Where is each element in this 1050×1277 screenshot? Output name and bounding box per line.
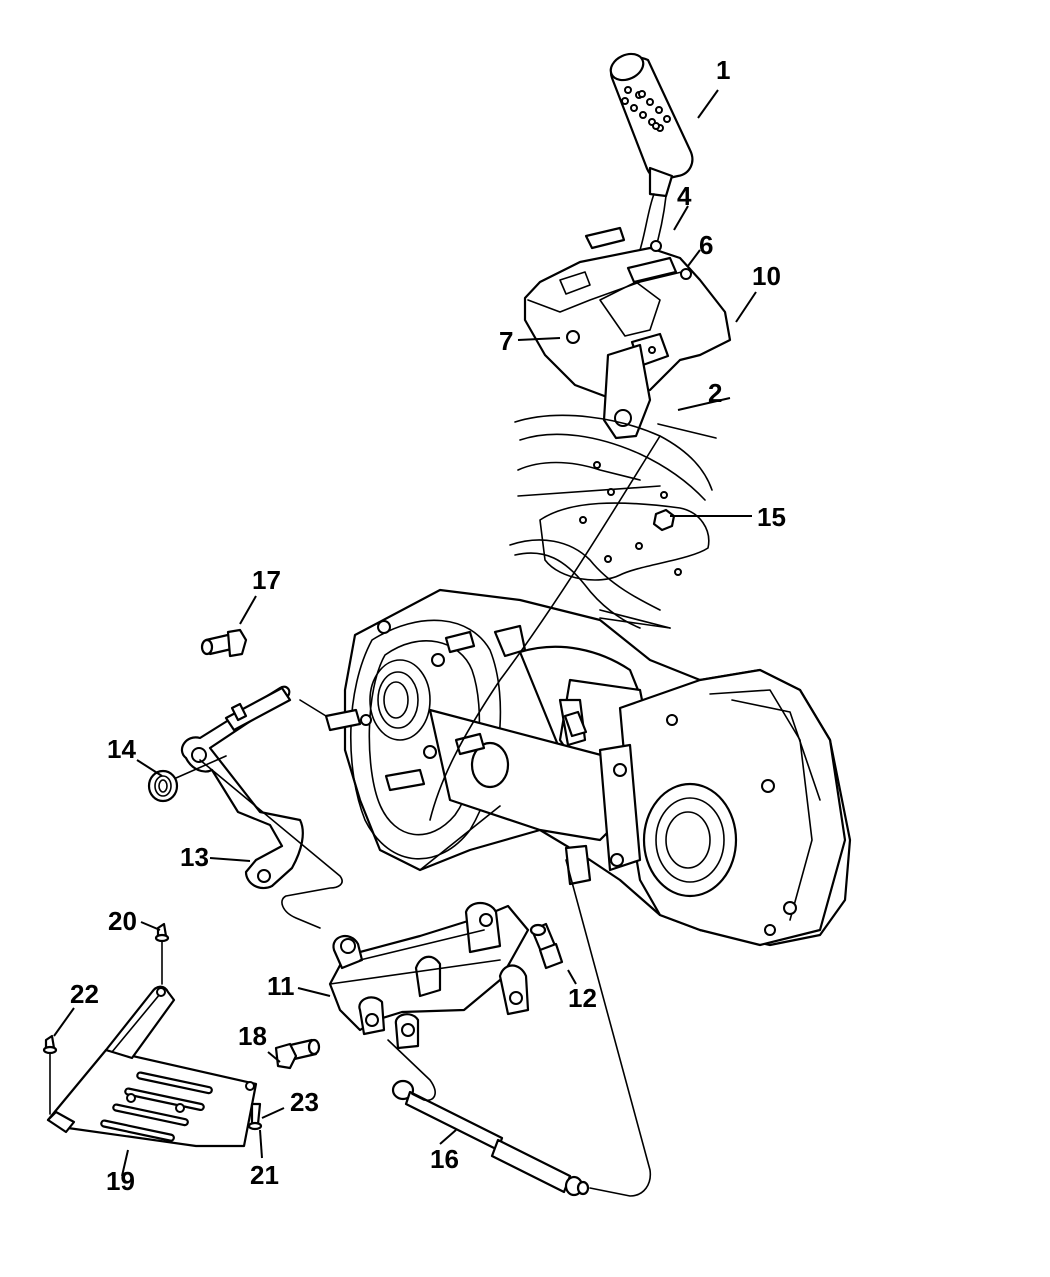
callout-21: 21 [250,1160,279,1190]
shift-knob [609,52,694,273]
transfer-case [324,588,852,947]
callout-7: 7 [499,326,513,356]
callout-6: 6 [699,230,713,260]
floor-pan [509,414,717,629]
callout-12: 12 [568,983,597,1013]
bolt-20 [154,922,170,985]
leader-lines [53,89,757,1177]
callout-11: 11 [267,971,295,1001]
bolt-18 [274,1038,321,1070]
bolt-17 [200,628,248,658]
shift-rod-16 [391,1079,590,1197]
shift-bracket-11 [328,901,530,1050]
skid-plate-19 [46,985,258,1148]
callout-14: 14 [107,734,136,764]
callout-4: 4 [677,181,692,211]
bolt-22 [42,1034,58,1115]
bolt-21-23 [247,1102,263,1131]
callout-20: 20 [108,906,137,936]
bolt-12 [529,922,564,970]
shifter-assembly [523,226,732,440]
callout-23: 23 [290,1087,319,1117]
callout-1: 1 [716,55,730,85]
callout-labels: 1 4 6 10 7 2 15 17 14 13 20 11 12 22 18 … [70,55,786,1196]
callout-19: 19 [106,1166,135,1196]
callout-16: 16 [430,1144,459,1174]
callout-18: 18 [238,1021,267,1051]
skid-plate-slots [100,1071,213,1142]
floor-nut-shape [652,508,676,532]
callout-22: 22 [70,979,99,1009]
callout-2: 2 [708,378,722,408]
callout-15: 15 [757,502,786,532]
callout-13: 13 [180,842,209,872]
nut-14 [147,769,179,803]
callout-10: 10 [752,261,781,291]
callout-17: 17 [252,565,281,595]
cable-lines [175,435,661,1197]
grip-dots [621,86,671,132]
